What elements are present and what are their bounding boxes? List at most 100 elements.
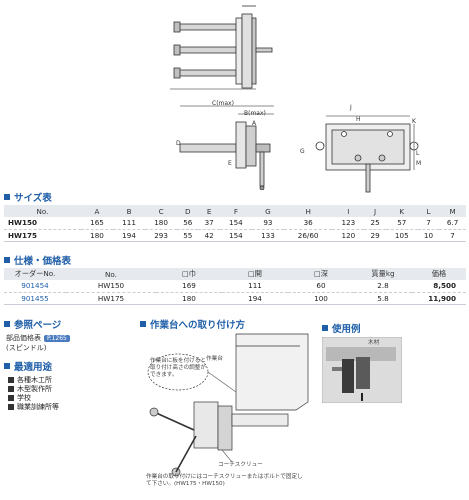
size-cell: 111 — [113, 217, 146, 230]
heading-marker-icon — [140, 321, 146, 327]
size-cell: 55 — [177, 229, 199, 242]
size-col-header: J — [364, 205, 386, 217]
size-cell: 293 — [145, 229, 178, 242]
bullet-icon — [8, 376, 14, 383]
bullet-icon — [8, 403, 14, 410]
spec-col-header: □巾 — [156, 268, 222, 280]
a-label: A — [252, 120, 257, 127]
spec-table-header: オーダーNo. No. □巾 □開 □深 質量kg 価格 — [4, 268, 466, 280]
m-label: M — [416, 160, 422, 167]
size-col-header: F — [219, 205, 252, 217]
heading-marker-icon — [4, 321, 10, 327]
example-title: 使用例 — [332, 324, 361, 335]
size-col-header: E — [198, 205, 220, 217]
spec-col-header: オーダーNo. — [4, 268, 66, 280]
bullet-icon — [8, 385, 14, 392]
example-heading: 使用例 — [322, 322, 361, 335]
size-cell: 42 — [198, 229, 220, 242]
size-cell: 180 — [145, 217, 178, 230]
size-col-header: B — [113, 205, 146, 217]
k-label: K — [412, 118, 416, 125]
spec-section-heading: 仕様・価格表 — [4, 254, 72, 267]
b-max-label: B(max) — [244, 110, 266, 117]
front-view-drawing — [315, 115, 419, 193]
spec-col-header: □深 — [288, 268, 354, 280]
spec-table: オーダーNo. No. □巾 □開 □深 質量kg 価格 901454 HW15… — [4, 268, 466, 305]
usage-item: 学校 — [17, 393, 31, 402]
bullet-icon — [8, 394, 14, 401]
table-row: HW175 180 194 293 55 42 154 133 26/60 12… — [4, 229, 466, 242]
spec-cell-price: 11,900 — [412, 292, 466, 305]
list-item: 各種木工所 — [8, 375, 59, 384]
size-table-header: No. A B C D E F G H I J K L M — [4, 205, 466, 217]
spec-cell-model: HW175 — [66, 292, 156, 305]
usage-example-photo — [322, 337, 402, 403]
mounting-title: 作業台への取り付け方 — [150, 320, 246, 331]
size-cell: 57 — [385, 217, 418, 230]
size-cell-model: HW175 — [4, 229, 81, 242]
heading-marker-icon — [322, 325, 328, 331]
size-cell: 154 — [219, 217, 252, 230]
mounting-callout-2: 作業台 — [206, 356, 223, 362]
spec-col-header: No. — [66, 268, 156, 280]
example-wood-label: 木材 — [368, 340, 380, 346]
spec-cell: 100 — [288, 292, 354, 305]
heading-marker-icon — [4, 194, 10, 200]
reference-heading: 参照ページ — [4, 318, 62, 331]
table-row: 901454 HW150 169 111 60 2.8 8,500 — [4, 280, 466, 293]
g-label: G — [300, 148, 305, 155]
size-cell: 7 — [439, 229, 466, 242]
size-cell-model: HW150 — [4, 217, 81, 230]
spec-section-title: 仕様・価格表 — [14, 256, 72, 267]
size-cell: 105 — [385, 229, 418, 242]
spec-col-header: 質量kg — [354, 268, 412, 280]
size-cell: 10 — [417, 229, 440, 242]
size-cell: 123 — [332, 217, 365, 230]
spec-cell-price: 8,500 — [412, 280, 466, 293]
page-ref-tag[interactable]: P.1265 — [44, 335, 70, 342]
reference-text: 部品価格表 — [6, 334, 41, 342]
spec-cell: 111 — [222, 280, 288, 293]
size-cell: 25 — [364, 217, 386, 230]
usage-heading: 最適用途 — [4, 360, 52, 373]
spec-cell: 194 — [222, 292, 288, 305]
spec-cell: 2.8 — [354, 280, 412, 293]
size-col-header: No. — [4, 205, 81, 217]
c-max-label: C(max) — [212, 100, 234, 107]
reference-title: 参照ページ — [14, 320, 62, 331]
size-col-header: K — [385, 205, 418, 217]
spec-cell: 60 — [288, 280, 354, 293]
list-item: 木型製作所 — [8, 384, 59, 393]
size-section-title: サイズ表 — [14, 193, 52, 204]
usage-item: 木型製作所 — [17, 384, 52, 393]
size-cell: 37 — [198, 217, 220, 230]
spec-cell-model: HW150 — [66, 280, 156, 293]
size-table: No. A B C D E F G H I J K L M HW150 165 … — [4, 205, 466, 242]
top-view-drawing — [170, 5, 273, 90]
usage-item: 職業訓練所等 — [17, 402, 59, 411]
heading-marker-icon — [4, 257, 10, 263]
order-number-link[interactable]: 901454 — [4, 280, 66, 293]
size-section-heading: サイズ表 — [4, 191, 52, 204]
order-number-link[interactable]: 901455 — [4, 292, 66, 305]
j-label: J — [350, 104, 352, 111]
spec-cell: 180 — [156, 292, 222, 305]
mounting-bottom-note: 作業台の取り付けにはコーチスクリューまたはボルトで固定して下さい。(HW175・… — [146, 474, 303, 487]
size-col-header: L — [417, 205, 440, 217]
size-cell: 36 — [283, 217, 333, 230]
usage-list: 各種木工所 木型製作所 学校 職業訓練所等 — [8, 375, 59, 411]
size-col-header: H — [283, 205, 333, 217]
mounting-callout-1: 作業台に板を付けると取り付け高さの調整ができます。 — [150, 358, 206, 378]
size-cell: 133 — [251, 229, 284, 242]
size-col-header: I — [332, 205, 365, 217]
size-cell: 180 — [80, 229, 114, 242]
l-label: L — [416, 150, 420, 157]
spec-cell: 5.8 — [354, 292, 412, 305]
size-cell: 93 — [251, 217, 284, 230]
size-cell: 194 — [113, 229, 146, 242]
size-col-header: A — [80, 205, 114, 217]
size-cell: 120 — [332, 229, 365, 242]
heading-marker-icon — [4, 363, 10, 369]
list-item: 学校 — [8, 393, 59, 402]
